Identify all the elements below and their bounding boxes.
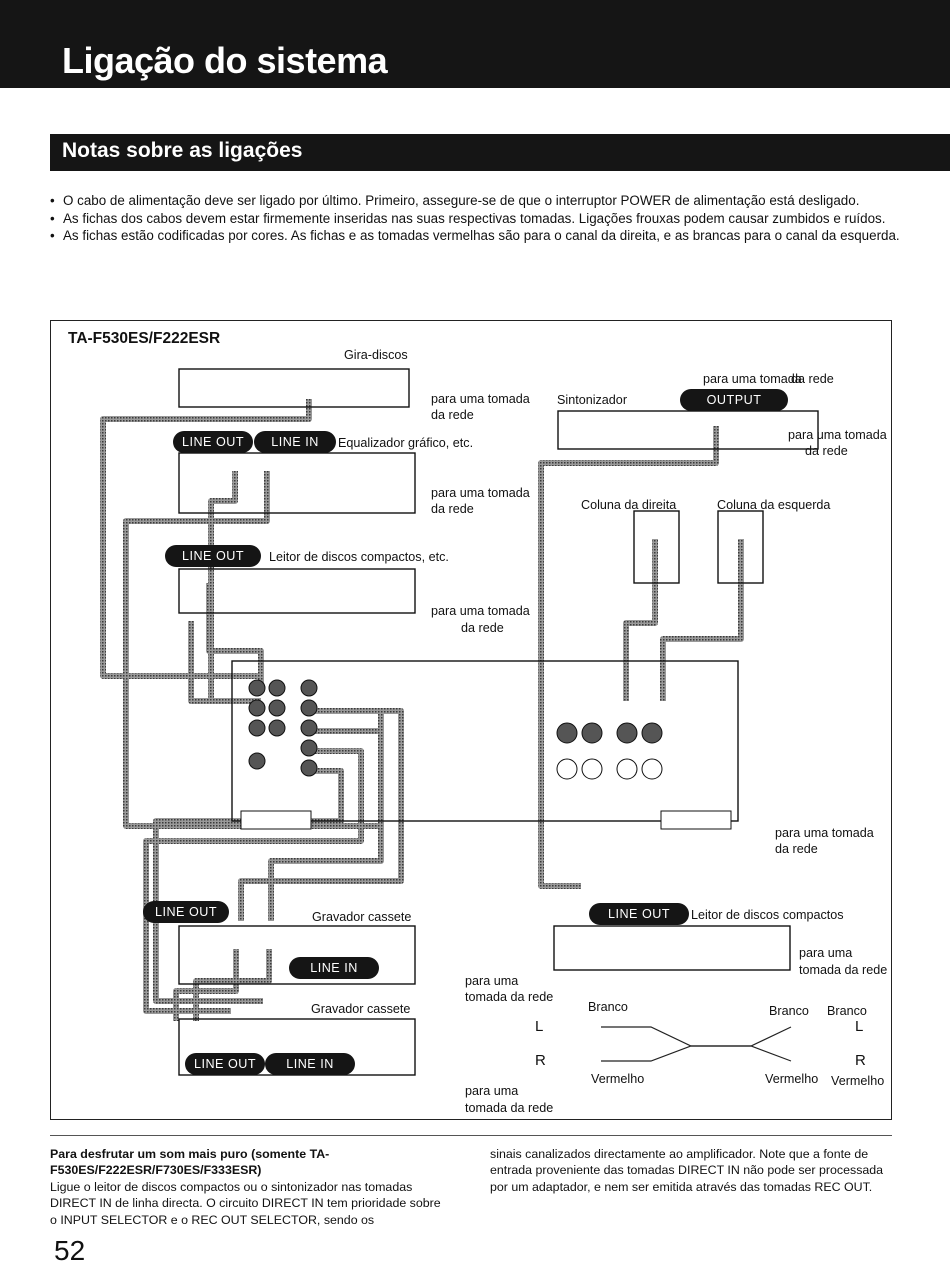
outlet-label: para uma tomada xyxy=(775,826,874,840)
title-bar: Ligação do sistema xyxy=(0,0,950,88)
speaker-left-label: Coluna da esquerda xyxy=(717,498,831,512)
footer-right-column: sinais canalizados directamente ao ampli… xyxy=(490,1147,884,1194)
line-out-badge: LINE OUT xyxy=(143,901,229,923)
page-number: 52 xyxy=(54,1235,86,1266)
cassette-label: Gravador cassete xyxy=(311,1002,411,1016)
outlet-label: tomada da rede xyxy=(465,1101,554,1115)
connection-diagram: TA-F530ES/F222ESR Gira-discos para uma t… xyxy=(50,320,892,1120)
legend-r: R xyxy=(855,1052,866,1069)
outlet-label: da rede xyxy=(805,444,848,458)
line-out-badge: LINE OUT xyxy=(185,1053,265,1075)
equalizer-label: Equalizador gráfico, etc. xyxy=(338,436,474,450)
outlet-label: tomada da rede xyxy=(465,990,554,1004)
line-in-badge: LINE IN xyxy=(289,957,379,979)
outlet-label: da rede xyxy=(461,621,504,635)
outlet-label: da rede xyxy=(431,408,474,422)
section-bar: Notas sobre as ligações xyxy=(50,134,950,171)
turntable-label: Gira-discos xyxy=(344,348,408,362)
outlet-label: para uma tomada xyxy=(703,372,802,386)
outlet-label: para uma tomada xyxy=(431,392,530,406)
legend-red: Vermelho xyxy=(591,1072,645,1086)
cd-player-label: Leitor de discos compactos, etc. xyxy=(269,550,449,564)
outlet-label: para uma xyxy=(465,1084,519,1098)
cd-player-label: Leitor de discos compactos xyxy=(691,908,844,922)
model-label: TA-F530ES/F222ESR xyxy=(68,330,221,347)
speaker-right-label: Coluna da direita xyxy=(581,498,677,512)
note-item: As fichas estão codificadas por cores. A… xyxy=(50,227,900,245)
legend-l: L xyxy=(535,1018,544,1035)
legend-white: Branco xyxy=(827,1004,867,1018)
notes-list: O cabo de alimentação deve ser ligado po… xyxy=(50,192,900,245)
tuner-label: Sintonizador xyxy=(557,393,628,407)
outlet-label: para uma tomada xyxy=(788,428,887,442)
line-in-badge: LINE IN xyxy=(265,1053,355,1075)
line-out-badge: LINE OUT xyxy=(589,903,689,925)
outlet-label: para uma tomada xyxy=(431,604,530,618)
footer-divider xyxy=(50,1135,892,1136)
page-title: Ligação do sistema xyxy=(62,40,388,81)
note-item: As fichas dos cabos devem estar firmemen… xyxy=(50,210,900,228)
legend-white: Branco xyxy=(588,1000,628,1014)
output-badge: OUTPUT xyxy=(680,389,788,411)
legend-red: Vermelho xyxy=(831,1074,885,1088)
outlet-label: da rede xyxy=(775,842,818,856)
line-out-badge: LINE OUT xyxy=(165,545,261,567)
footer-heading: Para desfrutar um som mais puro (somente… xyxy=(50,1147,330,1178)
legend-l: L xyxy=(855,1018,864,1035)
footer-paragraph: Ligue o leitor de discos compactos ou o … xyxy=(50,1179,441,1227)
line-in-badge: LINE IN xyxy=(254,431,336,453)
outlet-label: da rede xyxy=(791,372,834,386)
line-out-badge: LINE OUT xyxy=(173,431,253,453)
footer-left-column: Para desfrutar um som mais puro (somente… xyxy=(50,1146,450,1228)
section-title: Notas sobre as ligações xyxy=(62,139,303,162)
outlet-label: para uma tomada xyxy=(431,486,530,500)
outlet-label: da rede xyxy=(431,502,474,516)
outlet-label: para uma xyxy=(465,974,519,988)
cassette-label: Gravador cassete xyxy=(312,910,412,924)
legend-r: R xyxy=(535,1052,546,1069)
legend-red: Vermelho xyxy=(765,1072,819,1086)
diagram-drawing xyxy=(100,368,819,1076)
legend-white: Branco xyxy=(769,1004,809,1018)
note-item: O cabo de alimentação deve ser ligado po… xyxy=(50,192,900,210)
outlet-label: para uma xyxy=(799,946,853,960)
outlet-label: tomada da rede xyxy=(799,963,888,977)
